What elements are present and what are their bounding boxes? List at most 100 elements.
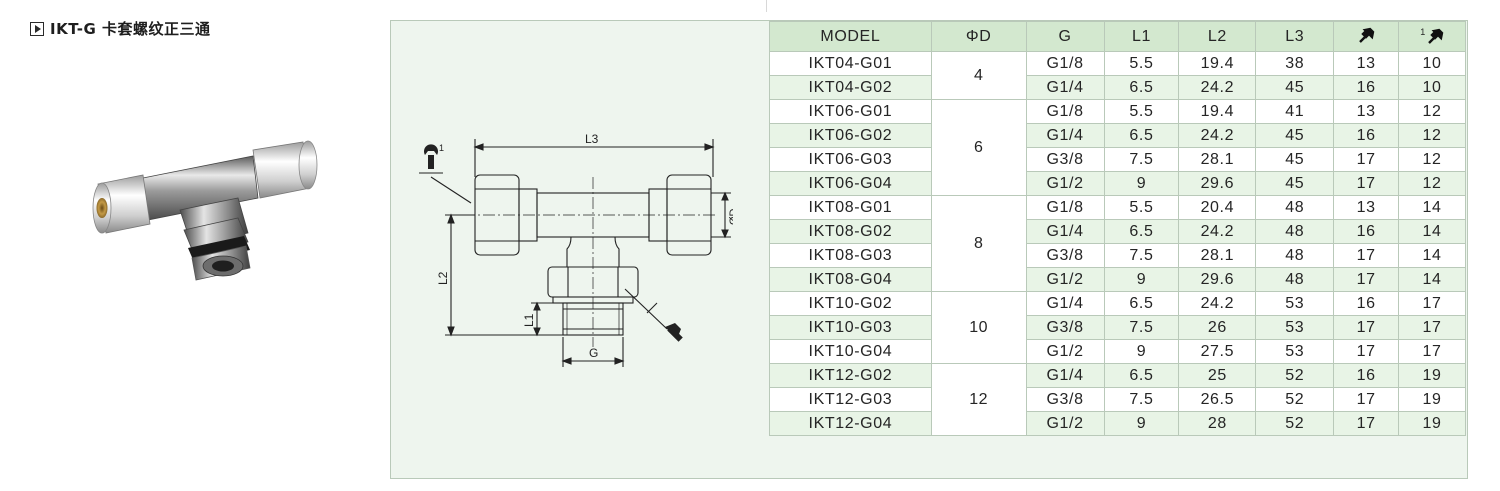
col-l1: L1 (1103, 21, 1180, 52)
model-cell: IKT06-G01 (769, 99, 932, 124)
l1-cell: 5.5 (1103, 195, 1180, 220)
wrench-1-cell: 17 (1398, 315, 1466, 340)
g-cell: G3/8 (1025, 315, 1105, 340)
wrench-cell: 13 (1333, 99, 1400, 124)
l1-cell: 7.5 (1103, 387, 1180, 412)
model-cell: IKT04-G01 (769, 51, 932, 76)
wrench-cell: 13 (1333, 51, 1400, 76)
l1-cell: 7.5 (1103, 147, 1180, 172)
model-cell: IKT10-G02 (769, 291, 932, 316)
model-cell: IKT08-G01 (769, 195, 932, 220)
l2-cell: 26.5 (1178, 387, 1257, 412)
wrench-cell: 17 (1333, 267, 1400, 292)
diameter-cell: 8 (930, 195, 1027, 292)
wrench-cell: 17 (1333, 339, 1400, 364)
model-cell: IKT12-G02 (769, 363, 932, 388)
wrench-cell: 17 (1333, 171, 1400, 196)
wrench-1-icon: 1 (419, 143, 472, 204)
l1-cell: 6.5 (1103, 291, 1180, 316)
l3-cell: 52 (1255, 387, 1335, 412)
wrench-1-cell: 12 (1398, 171, 1466, 196)
col-g: G (1025, 21, 1105, 52)
wrench-1-cell: 14 (1398, 195, 1466, 220)
wrench-cell: 16 (1333, 123, 1400, 148)
l3-cell: 48 (1255, 195, 1335, 220)
g-cell: G3/8 (1025, 243, 1105, 268)
l1-cell: 9 (1103, 267, 1180, 292)
wrench-1-cell: 17 (1398, 291, 1466, 316)
section-title: IKT-G 卡套螺纹正三通 (30, 18, 211, 39)
g-cell: G1/4 (1025, 363, 1105, 388)
l2-cell: 24.2 (1178, 75, 1257, 100)
wrench-1-cell: 10 (1398, 75, 1466, 100)
g-cell: G1/4 (1025, 123, 1105, 148)
l3-label: L3 (585, 132, 599, 146)
col-wrench (1333, 21, 1400, 52)
wrench-1-cell: 12 (1398, 147, 1466, 172)
l1-cell: 6.5 (1103, 219, 1180, 244)
wrench-1-cell: 14 (1398, 267, 1466, 292)
top-divider (766, 0, 767, 12)
model-cell: IKT10-G03 (769, 315, 932, 340)
model-cell: IKT06-G02 (769, 123, 932, 148)
l1-cell: 9 (1103, 339, 1180, 364)
l3-cell: 48 (1255, 219, 1335, 244)
wrench-1-cell: 14 (1398, 243, 1466, 268)
model-cell: IKT08-G02 (769, 219, 932, 244)
g-cell: G3/8 (1025, 147, 1105, 172)
section-title-text: IKT-G 卡套螺纹正三通 (50, 20, 211, 38)
l1-cell: 6.5 (1103, 75, 1180, 100)
wrench-cell: 16 (1333, 363, 1400, 388)
thread (562, 302, 624, 336)
diameter-cell: 12 (930, 363, 1027, 436)
l2-cell: 19.4 (1178, 99, 1257, 124)
wrench-cell: 16 (1333, 291, 1400, 316)
l3-cell: 38 (1255, 51, 1335, 76)
col-wrench-1: 1 (1398, 21, 1466, 52)
play-icon (30, 21, 44, 36)
table-header-row: MODEL ΦD G L1 L2 L3 1 (769, 21, 1466, 52)
g-cell: G1/4 (1025, 219, 1105, 244)
l2-cell: 24.2 (1178, 219, 1257, 244)
l1-cell: 9 (1103, 171, 1180, 196)
l1-cell: 9 (1103, 411, 1180, 436)
l2-cell: 24.2 (1178, 291, 1257, 316)
l3-cell: 53 (1255, 339, 1335, 364)
l2-cell: 20.4 (1178, 195, 1257, 220)
wrench-icon (1359, 28, 1375, 44)
wrench-1-icon (1427, 28, 1444, 44)
wrench-cell: 16 (1333, 219, 1400, 244)
l3-cell: 48 (1255, 267, 1335, 292)
wrench-cell: 17 (1333, 387, 1400, 412)
g-cell: G1/8 (1025, 195, 1105, 220)
wrench-1-cell: 19 (1398, 387, 1466, 412)
od-label: ØD (728, 208, 733, 225)
l2-label: L2 (436, 271, 450, 285)
wrench-cell: 13 (1333, 195, 1400, 220)
l3-cell: 41 (1255, 99, 1335, 124)
g-cell: G1/2 (1025, 339, 1105, 364)
wrench-1-cell: 19 (1398, 411, 1466, 436)
l3-cell: 45 (1255, 147, 1335, 172)
wrench-1-sup: 1 (439, 143, 444, 153)
l1-cell: 6.5 (1103, 363, 1180, 388)
wrench-cell: 17 (1333, 243, 1400, 268)
l2-cell: 27.5 (1178, 339, 1257, 364)
l2-cell: 28.1 (1178, 243, 1257, 268)
g-cell: G1/2 (1025, 171, 1105, 196)
model-cell: IKT08-G03 (769, 243, 932, 268)
model-cell: IKT04-G02 (769, 75, 932, 100)
l1-cell: 5.5 (1103, 51, 1180, 76)
g-cell: G1/4 (1025, 291, 1105, 316)
